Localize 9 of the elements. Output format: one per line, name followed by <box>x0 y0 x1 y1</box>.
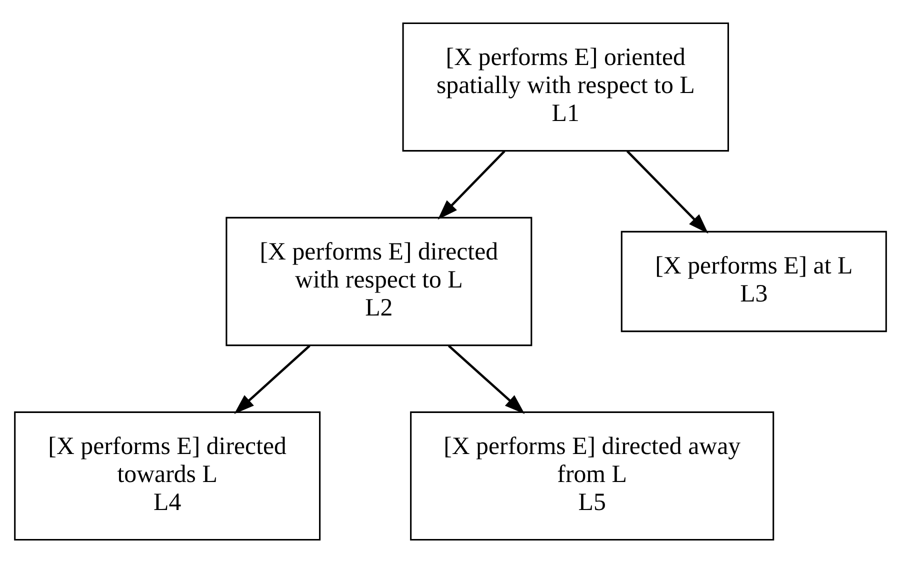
node-box: [X performs E] directed with respect to L L2 <box>226 216 532 346</box>
arrow <box>438 150 506 220</box>
node-box: [X performs E] directed towards L L4 <box>14 410 321 540</box>
node-box: [X performs E] directed away from L L5 <box>410 410 774 540</box>
node-box: [X performs E] oriented spatially with respect to L L1 <box>402 22 729 152</box>
arrow <box>448 344 525 414</box>
arrow <box>626 150 708 234</box>
node-box: [X performs E] at L L3 <box>620 230 887 332</box>
arrow <box>234 344 310 414</box>
